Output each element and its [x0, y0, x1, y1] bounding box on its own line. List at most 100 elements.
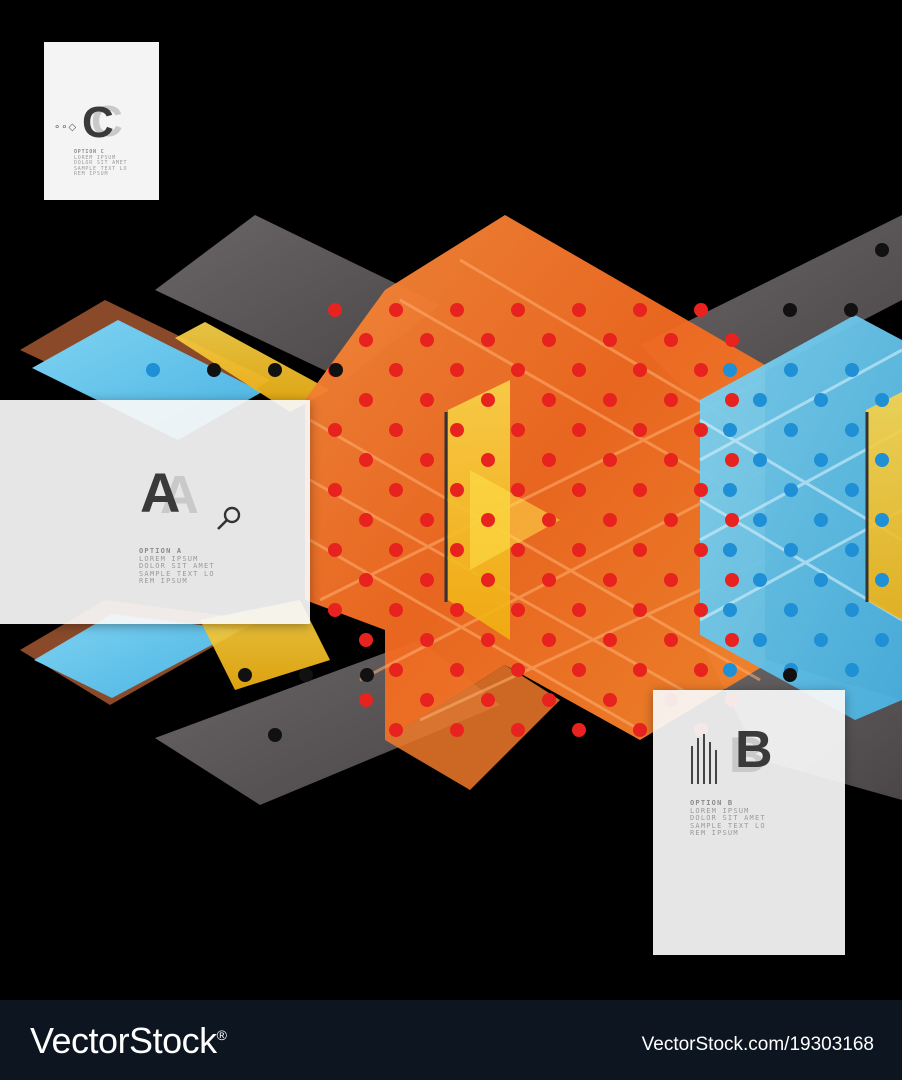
pattern-dot [603, 333, 617, 347]
pattern-dot [420, 573, 434, 587]
pattern-dot [572, 723, 586, 737]
card-c-line: SAMPLE TEXT LO [74, 165, 128, 172]
pattern-dot [328, 303, 342, 317]
pattern-dot [481, 453, 495, 467]
yellow-glow [470, 470, 560, 570]
pattern-dot [450, 723, 464, 737]
pattern-dot [725, 453, 739, 467]
card-a-line: REM IPSUM [139, 577, 188, 585]
pattern-dot [542, 573, 556, 587]
card-c-letter: C [82, 98, 114, 147]
pattern-dot [725, 333, 739, 347]
pattern-dot [753, 393, 767, 407]
card-option-c: ∘∘◇ C C OPTION C LOREM IPSUM DOLOR SIT A… [44, 42, 159, 200]
card-c-line: DOLOR SIT AMET [74, 160, 128, 166]
pattern-dot [389, 303, 403, 317]
pattern-dot [875, 393, 889, 407]
pattern-dot [207, 363, 221, 377]
pattern-dot [875, 513, 889, 527]
dark-dot-grid [207, 243, 889, 742]
card-a-letter-shadow: A [160, 465, 199, 525]
pattern-dot [389, 363, 403, 377]
pattern-dot [723, 663, 737, 677]
pattern-dot [725, 633, 739, 647]
pattern-dot [633, 663, 647, 677]
pattern-dot [723, 603, 737, 617]
pattern-dot [146, 363, 160, 377]
pattern-dot [603, 393, 617, 407]
pattern-dot [784, 603, 798, 617]
pattern-dot [845, 423, 859, 437]
pattern-dot [511, 603, 525, 617]
pattern-dot [420, 393, 434, 407]
pattern-dot [572, 663, 586, 677]
pattern-dot [511, 303, 525, 317]
pattern-dot [359, 333, 373, 347]
pattern-dot [814, 513, 828, 527]
pattern-dot [633, 363, 647, 377]
pattern-dot [664, 333, 678, 347]
card-option-a: A A OPTION A LOREM IPSUM DOLOR SIT AMET … [0, 400, 310, 624]
card-b-option: OPTION B [690, 799, 734, 807]
card-c-line: REM IPSUM [74, 171, 109, 177]
pattern-dot [359, 693, 373, 707]
pattern-dot [814, 393, 828, 407]
pattern-dot [328, 423, 342, 437]
pattern-dot [784, 363, 798, 377]
pattern-dot [450, 663, 464, 677]
pattern-dot [753, 513, 767, 527]
pattern-dot [420, 333, 434, 347]
pattern-dot [389, 543, 403, 557]
pattern-dot [359, 513, 373, 527]
pattern-dot [420, 693, 434, 707]
pattern-dot [783, 303, 797, 317]
pattern-dot [633, 483, 647, 497]
pattern-dot [845, 363, 859, 377]
pattern-dot [694, 603, 708, 617]
card-b-caption: OPTION B LOREM IPSUM DOLOR SIT AMET SAMP… [690, 799, 766, 838]
pattern-dot [360, 668, 374, 682]
pattern-dot [603, 513, 617, 527]
pattern-dot [389, 603, 403, 617]
pattern-dot [784, 423, 798, 437]
pattern-dot [875, 573, 889, 587]
abstract-geometric-artwork [20, 215, 902, 805]
pattern-dot [664, 633, 678, 647]
pattern-dot [845, 663, 859, 677]
pattern-dot [814, 633, 828, 647]
pattern-dot [511, 723, 525, 737]
pattern-dot [542, 693, 556, 707]
pattern-dot [450, 423, 464, 437]
pattern-dot [664, 513, 678, 527]
pattern-dot [511, 483, 525, 497]
pattern-dot [603, 573, 617, 587]
pattern-dot [572, 423, 586, 437]
pattern-dot [420, 513, 434, 527]
pattern-dot [481, 333, 495, 347]
yellow-panel [866, 392, 902, 620]
card-a-option: OPTION A [139, 547, 183, 555]
pattern-dot [633, 303, 647, 317]
pattern-dot [420, 453, 434, 467]
red-dot-grid [328, 303, 739, 737]
pattern-dot [511, 363, 525, 377]
pattern-dot [603, 453, 617, 467]
pattern-dot [783, 668, 797, 682]
pattern-dot [723, 543, 737, 557]
pattern-dot [572, 363, 586, 377]
card-a-line: LOREM IPSUM [139, 554, 199, 563]
card-a-line: DOLOR SIT AMET [139, 562, 215, 570]
pattern-dot [845, 483, 859, 497]
pattern-dot [328, 483, 342, 497]
pattern-dot [481, 693, 495, 707]
pattern-dot [481, 513, 495, 527]
blue-dot-grid [146, 363, 889, 677]
card-c-caption: OPTION C LOREM IPSUM DOLOR SIT AMET SAMP… [74, 149, 128, 178]
pattern-dot [450, 543, 464, 557]
pattern-dot [845, 543, 859, 557]
pattern-dot [542, 513, 556, 527]
pattern-dot [329, 363, 343, 377]
pattern-dot [359, 393, 373, 407]
pattern-dot [572, 603, 586, 617]
pattern-dot [542, 453, 556, 467]
